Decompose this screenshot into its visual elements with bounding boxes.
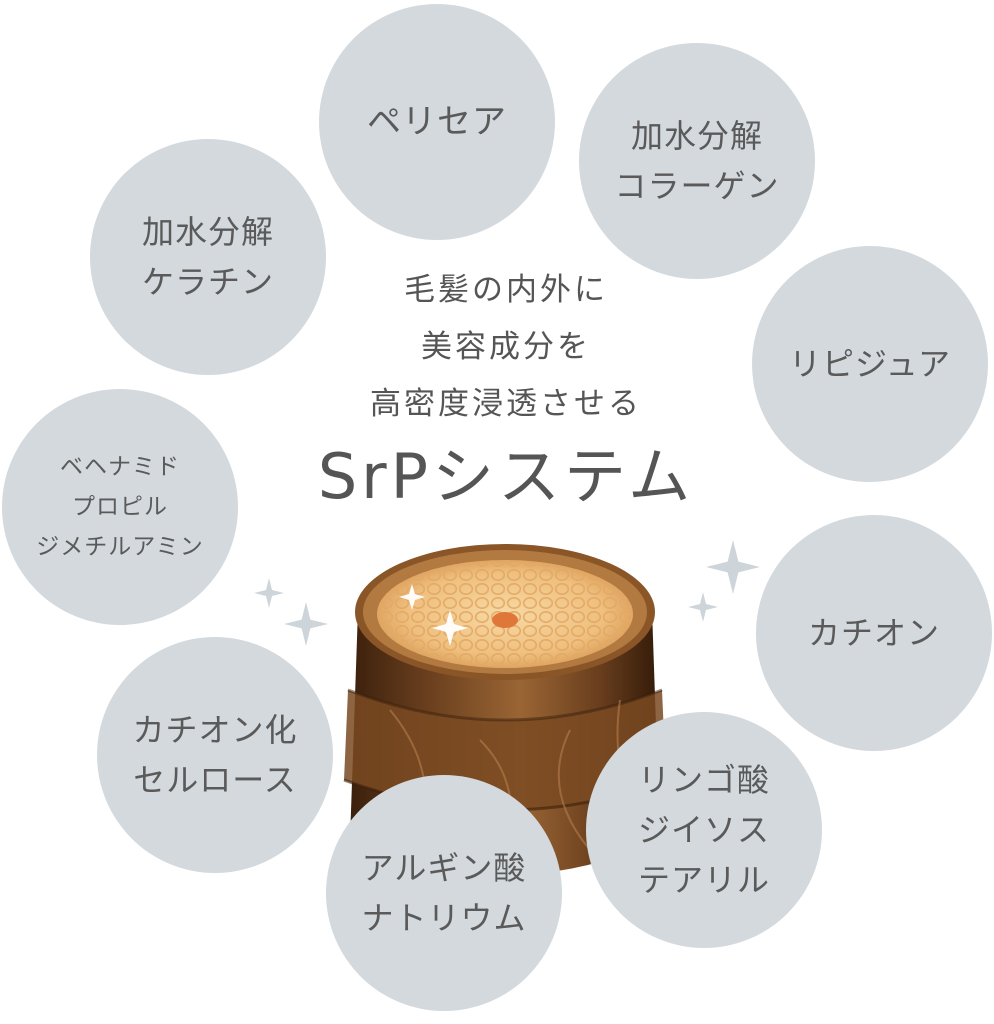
sparkle-icon <box>284 602 328 646</box>
ingredient-bubble-lipidure: リピジュア <box>752 246 988 482</box>
ingredient-label: リンゴ酸 <box>637 761 770 799</box>
ingredient-label: テアリル <box>637 861 770 899</box>
ingredient-label: 加水分解 <box>141 213 274 251</box>
ingredient-bubble-cationic-cellulose: カチオン化 セルロース <box>97 637 333 873</box>
headline-line-2: 美容成分を <box>421 329 591 365</box>
ingredient-label: コラーゲン <box>614 167 780 205</box>
ingredient-label: ベヘナミド <box>60 454 180 480</box>
ingredient-bubble-perisea: ペリセア <box>319 4 555 240</box>
system-name: SrPシステム <box>317 440 695 513</box>
ingredient-label: 加水分解 <box>630 117 763 155</box>
headline-line-3: 高密度浸透させる <box>370 386 642 422</box>
ingredient-label: アルギン酸 <box>361 849 527 887</box>
ingredient-label: カチオン <box>807 614 940 652</box>
ingredient-label: ジイソス <box>637 811 770 849</box>
ingredient-label: ケラチン <box>141 263 274 301</box>
ingredient-bubble-hydrolyzed-collagen: 加水分解 コラーゲン <box>579 43 815 279</box>
ingredient-bubble-diisostearyl-malate: リンゴ酸 ジイソス テアリル <box>586 712 822 948</box>
sparkle-icon <box>706 540 760 594</box>
ingredient-label: カチオン化 <box>132 711 298 749</box>
ingredient-label: ジメチルアミン <box>36 534 204 560</box>
ingredient-label: リピジュア <box>788 345 952 383</box>
ingredient-label: ナトリウム <box>361 899 527 937</box>
ingredient-label: ペリセア <box>367 102 507 142</box>
ingredient-bubble-cation: カチオン <box>756 515 992 751</box>
ingredient-label: プロピル <box>72 494 168 520</box>
ingredient-bubble-behenamidopropyl-dimethylamine: ベヘナミド プロピル ジメチルアミン <box>2 389 238 625</box>
sparkle-icon <box>254 578 284 608</box>
ingredient-bubble-hydrolyzed-keratin: 加水分解 ケラチン <box>90 139 326 375</box>
headline: 毛髪の内外に 美容成分を 高密度浸透させる SrPシステム <box>300 262 712 517</box>
ingredient-bubble-sodium-alginate: アルギン酸 ナトリウム <box>326 775 562 1011</box>
headline-line-1: 毛髪の内外に <box>404 272 608 308</box>
sparkle-icon <box>688 592 718 622</box>
ingredient-label: セルロース <box>133 761 297 799</box>
